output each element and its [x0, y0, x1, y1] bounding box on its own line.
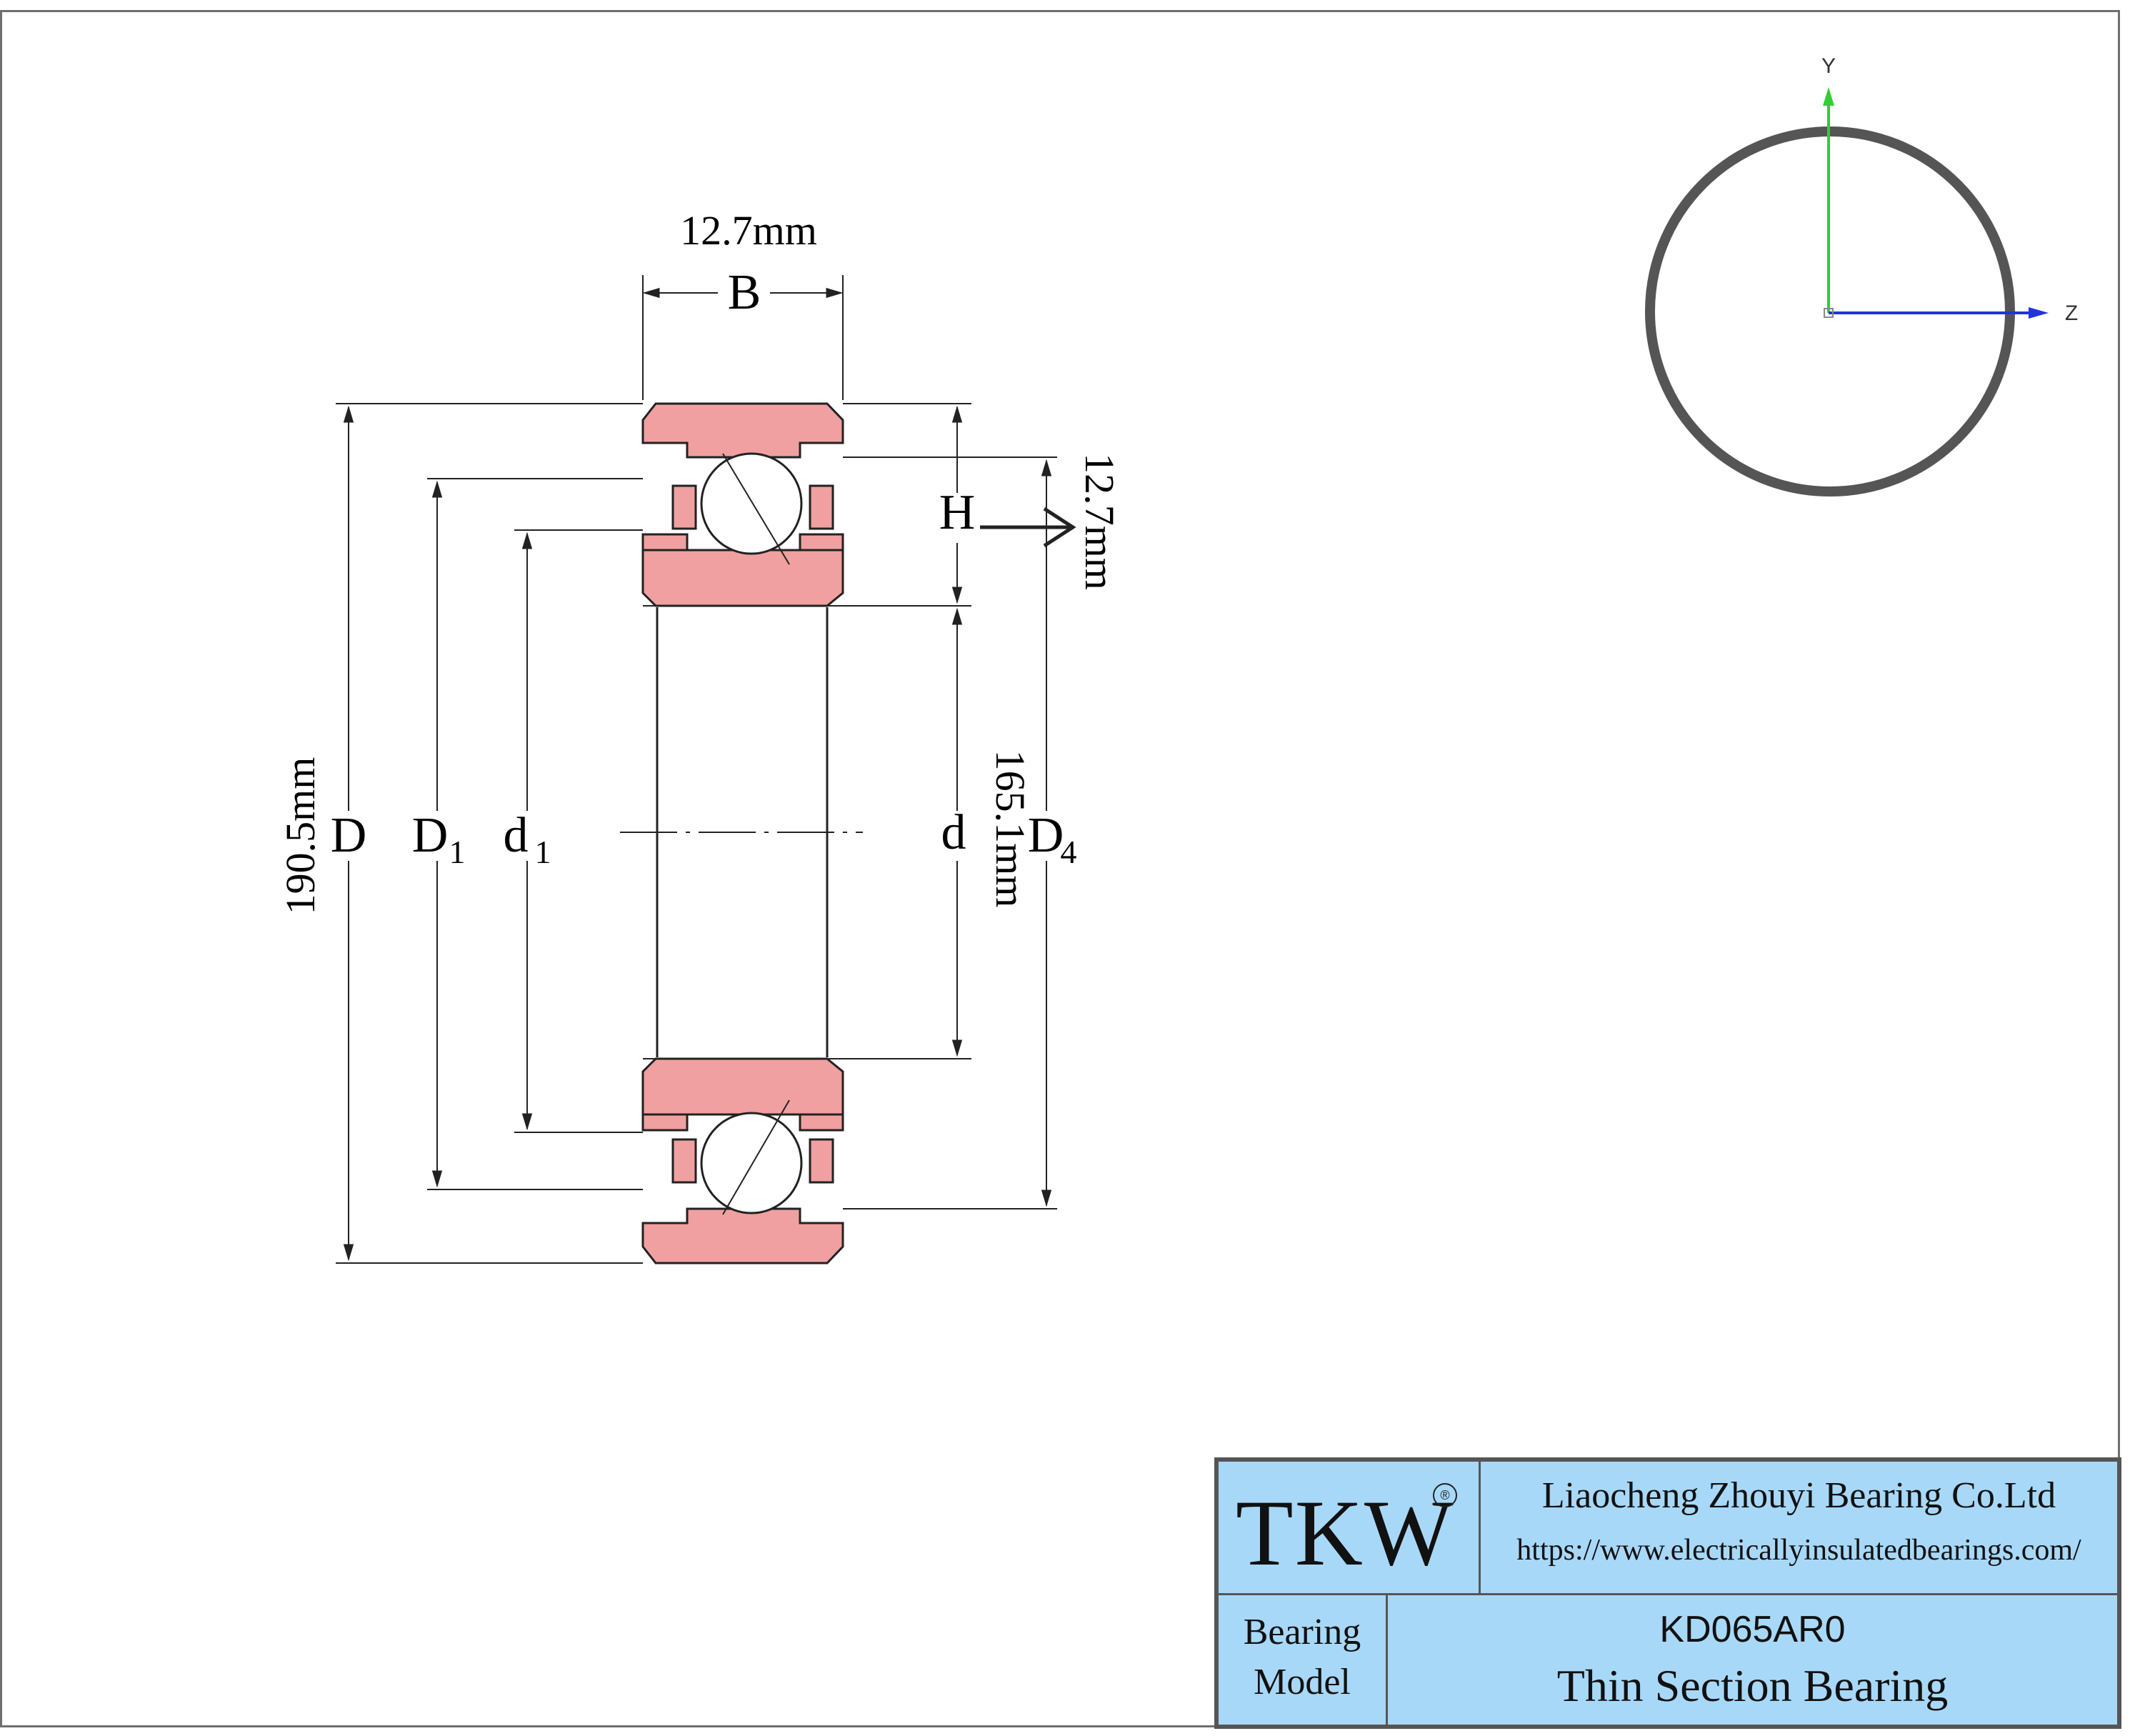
label-D1-subscript: 1 — [449, 834, 466, 870]
height-value: 12.7mm — [1076, 453, 1123, 590]
top-inner-ring — [641, 549, 844, 607]
inner-diameter-value: 165.1mm — [987, 750, 1034, 908]
label-d1: d — [504, 808, 529, 863]
company-url[interactable]: https://www.electricallyinsulatedbearing… — [1516, 1534, 2081, 1567]
logo-cell: TKW ® — [1216, 1460, 1481, 1595]
axis-gizmo: Y Z — [1645, 54, 2078, 497]
title-block: TKW ® Liaocheng Zhouyi Bearing Co.Ltd ht… — [1214, 1457, 2121, 1729]
bottom-contact-line — [722, 1099, 790, 1215]
bearing-label: Bearing — [1243, 1612, 1361, 1652]
model-type: Thin Section Bearing — [1556, 1660, 1949, 1711]
registered-mark-icon: ® — [1433, 1483, 1457, 1507]
label-D1: D — [412, 808, 449, 863]
bottom-cage-left — [671, 1138, 697, 1184]
model-number: KD065AR0 — [1659, 1609, 1846, 1650]
company-cell: Liaocheng Zhouyi Bearing Co.Ltd https://… — [1479, 1460, 2119, 1595]
bottom-inner-ring — [641, 1057, 844, 1116]
top-outer-ring — [641, 402, 844, 459]
tkw-logo: TKW — [1236, 1480, 1455, 1585]
y-axis-arrow-icon — [1823, 87, 1834, 106]
y-axis-label: Y — [1821, 54, 1836, 78]
top-ball — [700, 452, 803, 555]
label-d1-subscript: 1 — [535, 834, 551, 870]
outer-diameter-value: 190.5mm — [277, 757, 324, 915]
z-axis-arrow-icon — [2029, 307, 2049, 319]
origin-marker-icon — [1824, 308, 1834, 318]
label-D4: D — [1028, 808, 1064, 863]
width-value: 12.7mm — [680, 207, 817, 254]
label-D: D — [331, 808, 367, 863]
bottom-cage-right — [809, 1138, 834, 1184]
label-B: B — [728, 265, 761, 320]
model-label: Model — [1254, 1662, 1351, 1702]
bearing-model-label-cell: Bearing Model — [1216, 1593, 1388, 1727]
label-H: H — [939, 485, 976, 540]
model-cell: KD065AR0 Thin Section Bearing — [1386, 1593, 2119, 1727]
company-name: Liaocheng Zhouyi Bearing Co.Ltd — [1541, 1475, 2056, 1516]
dimension-labels: 12.7mm B 190.5mm D D 1 d 1 d 165.1mm D 4… — [277, 207, 1123, 914]
bottom-ball — [700, 1112, 803, 1214]
label-D4-subscript: 4 — [1061, 834, 1077, 870]
top-contact-line — [722, 453, 790, 565]
top-cage-right — [809, 484, 834, 530]
bottom-outer-ring — [641, 1207, 844, 1264]
dimension-lines — [336, 275, 1076, 1264]
label-d: d — [941, 805, 966, 860]
bearing-cross-section — [620, 402, 863, 1264]
top-cage-left — [671, 484, 697, 530]
z-axis-label: Z — [2065, 301, 2078, 325]
drawing-frame — [0, 10, 2120, 1727]
